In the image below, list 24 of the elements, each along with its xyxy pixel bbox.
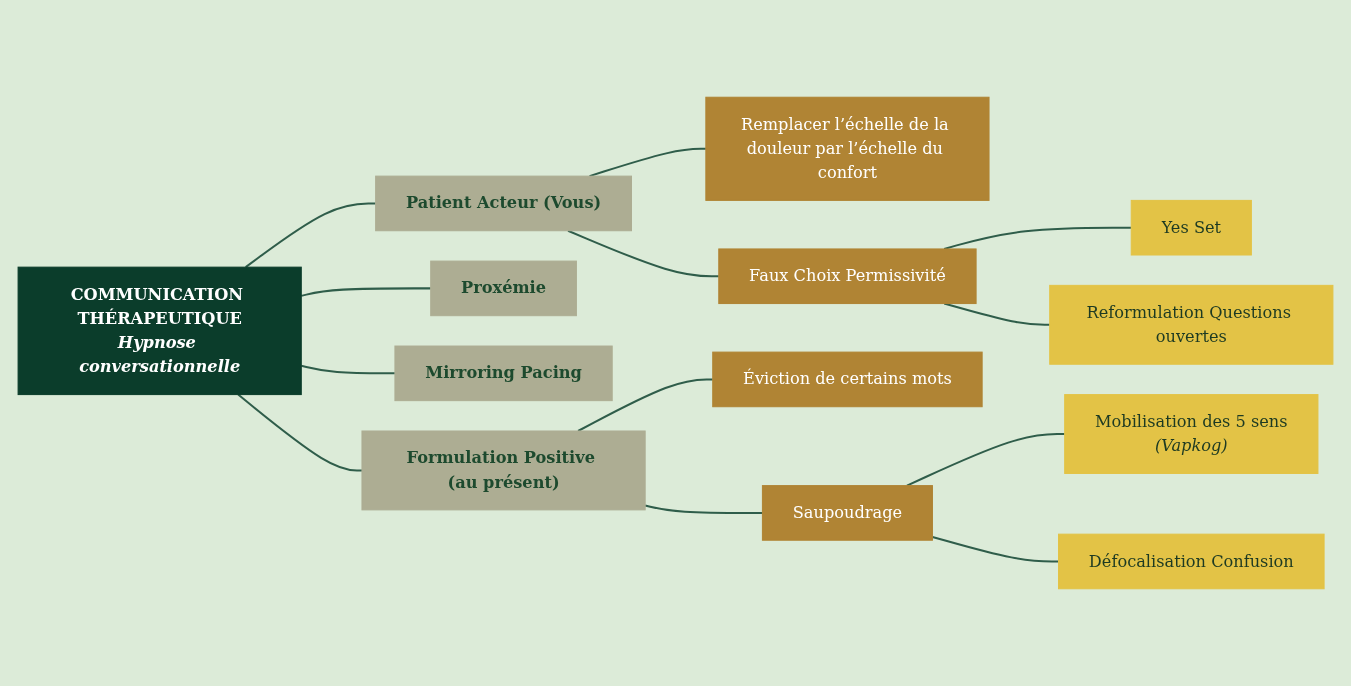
connector [245, 202, 376, 268]
connector [237, 393, 362, 472]
connector [577, 378, 713, 432]
connector [943, 302, 1050, 326]
connector [567, 229, 719, 278]
node-box: Mobilisation des 5 sens (Vapkog) [1064, 394, 1319, 474]
node-box: Remplacer l’échelle de la douleur par l’échelle du confort [705, 96, 990, 201]
node-box: Reformulation Questions ouvertes [1049, 284, 1334, 365]
node-box: Formulation Positive (au présent) [361, 430, 646, 511]
node-box: COMMUNICATION THÉRAPEUTIQUE Hypnose conversationnelle [17, 266, 302, 396]
node-box: Saupoudrage [761, 485, 933, 541]
node-box: Faux Choix Permissivité [718, 248, 977, 305]
connector [906, 433, 1065, 487]
node-box: Mirroring Pacing [394, 345, 613, 402]
node-box: Patient Acteur (Vous) [375, 175, 632, 232]
node-box: Proxémie [430, 260, 577, 317]
node-box: Défocalisation Confusion [1058, 533, 1325, 590]
connector [932, 535, 1059, 563]
connector [644, 504, 763, 514]
node-box: Éviction de certains mots [712, 351, 983, 408]
connector [301, 287, 431, 297]
node-box: Yes Set [1130, 199, 1252, 256]
connector [589, 147, 706, 178]
connector [301, 364, 395, 375]
